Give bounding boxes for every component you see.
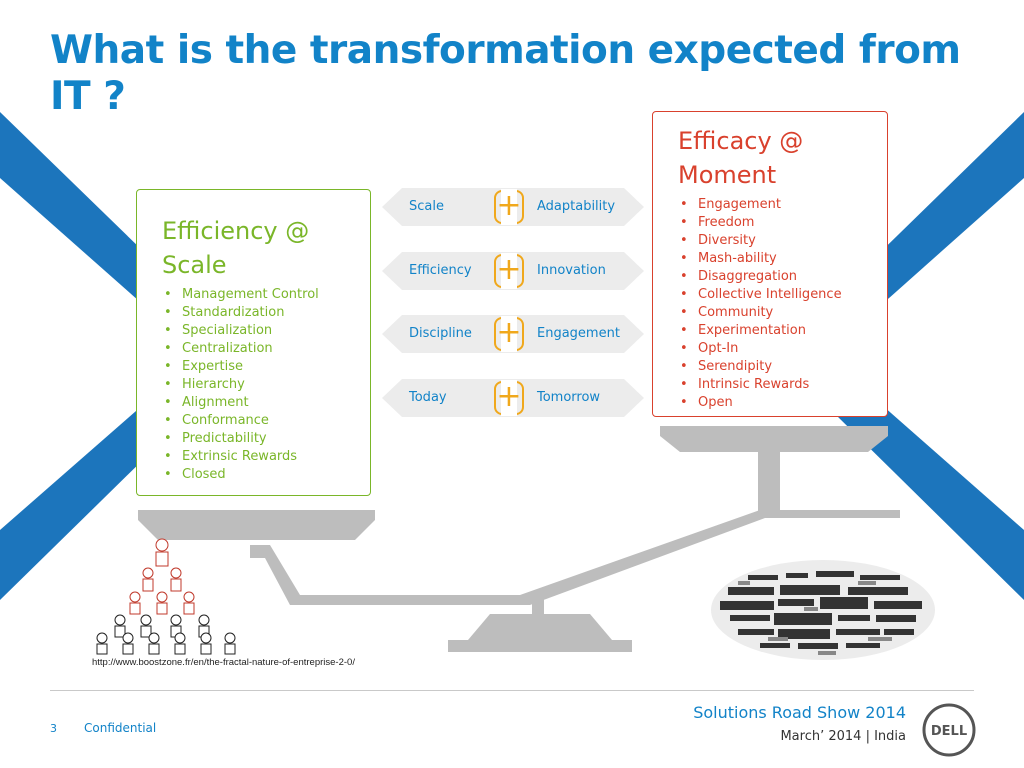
source-link[interactable]: http://www.boostzone.fr/en/the-fractal-n… [92,657,355,668]
arrow-left-label: Efficiency [409,263,472,278]
list-item: Opt-In [678,340,877,358]
arrow-right-label: Innovation [537,263,606,278]
efficiency-heading-line1: Efficiency @ [162,217,310,245]
list-item: Conformance [162,412,360,430]
people-pyramid-illustration [96,538,236,655]
fulcrum-base [468,614,612,640]
list-item: Expertise [162,358,360,376]
event-date: March’ 2014 | India [780,729,906,744]
arrow-row-scale: Scale + Adaptability [382,188,644,228]
arrow-left-label: Scale [409,199,444,214]
list-item: Closed [162,466,360,484]
right-plate [660,426,888,452]
list-item: Predictability [162,430,360,448]
arrow-right-label: Engagement [537,326,620,341]
plus-bracket [494,189,524,225]
list-item: Standardization [162,304,360,322]
list-item: Experimentation [678,322,877,340]
efficacy-heading-line1: Efficacy @ [678,127,804,155]
arrow-row-today: Today + Tomorrow [382,379,644,419]
plus-icon: + [496,188,522,223]
arrow-row-discipline: Discipline + Engagement [382,315,644,355]
plus-icon: + [496,315,522,350]
dell-logo-text: DELL [931,724,967,739]
arrow-right-label: Tomorrow [537,390,601,405]
list-item: Disaggregation [678,268,877,286]
plus-bracket [494,316,524,352]
list-item: Community [678,304,877,322]
efficacy-heading: Efficacy @ Moment [678,124,877,192]
word-cloud-illustration [711,560,935,660]
plus-icon: + [496,252,522,287]
plus-bracket [494,253,524,289]
list-item: Freedom [678,214,877,232]
efficiency-card: Efficiency @ Scale Management Control St… [136,189,371,496]
list-item: Mash-ability [678,250,877,268]
fulcrum-foot [448,640,632,652]
plus-icon: + [496,379,522,414]
list-item: Intrinsic Rewards [678,376,877,394]
arrow-left-label: Today [409,390,447,405]
efficiency-heading-line2: Scale [162,251,227,279]
confidential-label: Confidential [84,721,157,735]
page-number: 3 [50,722,57,735]
fulcrum-stem [532,595,544,615]
scale-beam [250,510,900,605]
arrow-left-label: Discipline [409,326,472,341]
list-item: Diversity [678,232,877,250]
right-ray-inner [825,178,1024,530]
plus-bracket [494,380,524,416]
efficacy-list: Engagement Freedom Diversity Mash-abilit… [678,196,877,412]
left-ray-inner [0,178,200,530]
page-title: What is the transformation expected from… [50,28,961,119]
list-item: Hierarchy [162,376,360,394]
list-item: Extrinsic Rewards [162,448,360,466]
dell-logo-icon: DELL [922,703,976,757]
list-item: Alignment [162,394,360,412]
list-item: Specialization [162,322,360,340]
efficiency-heading: Efficiency @ Scale [162,214,360,282]
arrow-row-efficiency: Efficiency + Innovation [382,252,644,292]
right-plate-stem [758,452,780,512]
list-item: Serendipity [678,358,877,376]
arrow-right-label: Adaptability [537,199,616,214]
list-item: Open [678,394,877,412]
list-item: Centralization [162,340,360,358]
efficacy-card: Efficacy @ Moment Engagement Freedom Div… [652,111,888,417]
event-title: Solutions Road Show 2014 [693,703,906,722]
efficacy-heading-line2: Moment [678,161,777,189]
list-item: Engagement [678,196,877,214]
list-item: Management Control [162,286,360,304]
left-plate [138,510,375,540]
footer-divider [50,690,974,691]
efficiency-list: Management Control Standardization Speci… [162,286,360,484]
list-item: Collective Intelligence [678,286,877,304]
